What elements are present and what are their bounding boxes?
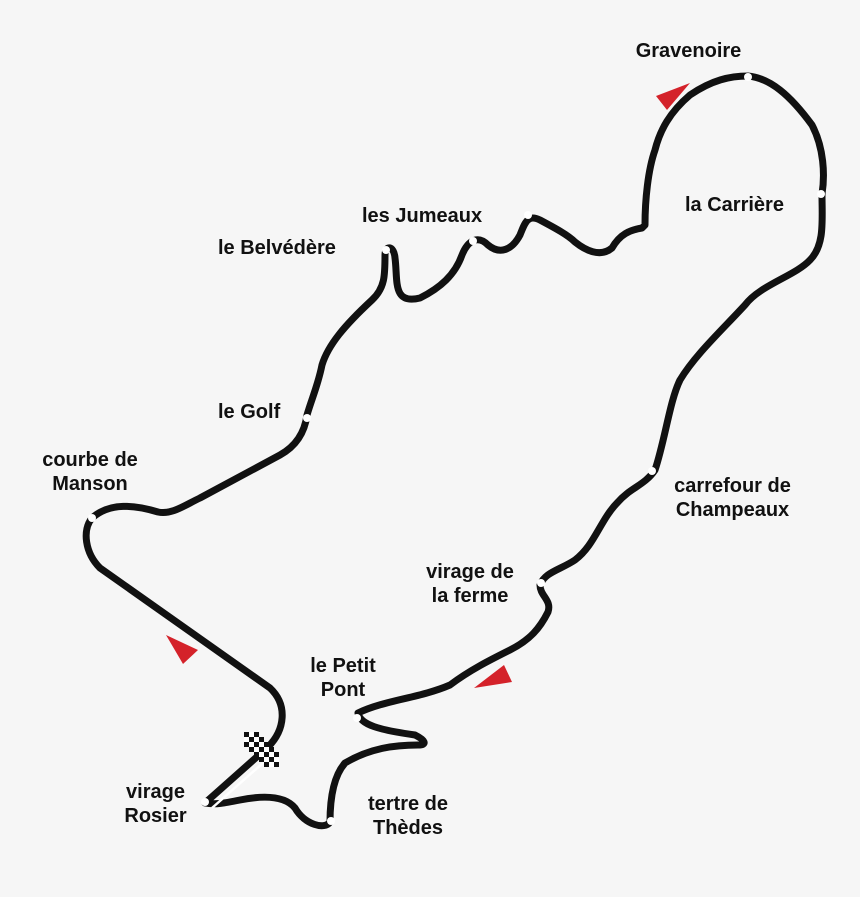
label-la-carriere: la Carrière [685, 193, 784, 217]
flag-square [249, 742, 254, 747]
marker-la-carriere [817, 190, 825, 198]
flag-square [254, 752, 259, 757]
marker-carrefour-de-champeaux [648, 467, 656, 475]
flag-square [274, 757, 279, 762]
label-line: les Jumeaux [362, 205, 483, 227]
label-le-belvedere: le Belvédère [218, 236, 336, 260]
flag-square [244, 742, 249, 747]
track-path [82, 72, 827, 830]
label-virage-de-la-ferme: virage de la ferme [405, 560, 535, 608]
flag-square [264, 762, 269, 767]
marker-virage-rosier [201, 798, 209, 806]
marker-le-petit-pont [353, 714, 361, 722]
label-line: le Golf [218, 401, 281, 423]
label-line: Pont [320, 679, 366, 701]
flag-square [254, 732, 259, 737]
pit-lane-line [211, 754, 273, 809]
flag-square [269, 752, 274, 757]
label-line: Rosier [124, 805, 187, 827]
label-line: le Petit [310, 655, 376, 677]
label-le-golf: le Golf [218, 400, 280, 424]
label-tertre-de-thedes: tertre de Thèdes [348, 792, 468, 840]
flag-square [259, 742, 264, 747]
label-line: virage de [426, 561, 514, 583]
direction-arrow-icon [474, 665, 512, 688]
label-courbe-de-manson: courbe de Manson [20, 448, 160, 496]
label-line: carrefour de [674, 475, 791, 497]
label-line: Gravenoire [635, 40, 742, 62]
corner-markers [88, 73, 825, 825]
flag-square [274, 752, 279, 757]
label-line: le Belvédère [218, 237, 336, 259]
label-line: Manson [52, 473, 128, 495]
flag-square [249, 732, 254, 737]
flag-square [264, 752, 269, 757]
marker-tertre-de-thedes [327, 817, 335, 825]
marker-le-belvedere [382, 246, 390, 254]
flag-square [249, 747, 254, 752]
flag-square [249, 737, 254, 742]
flag-square [259, 757, 264, 762]
label-carrefour-de-champeaux: carrefour de Champeaux [650, 474, 815, 522]
marker-virage-de-la-ferme [537, 579, 545, 587]
flag-square [269, 747, 274, 752]
label-line: Champeaux [675, 499, 790, 521]
marker-le-golf [303, 414, 311, 422]
flag-square [244, 732, 249, 737]
flag-square [264, 757, 269, 762]
flag-square [244, 737, 249, 742]
marker-gravenoire [744, 73, 752, 81]
direction-arrow-icon [166, 635, 198, 664]
label-line: Thèdes [372, 817, 444, 839]
flag-square [259, 752, 264, 757]
marker-les-jumeaux [524, 211, 532, 219]
checkered-flag-icon [244, 732, 279, 767]
flag-square [254, 742, 259, 747]
flag-square [254, 737, 259, 742]
label-virage-rosier: virage Rosier [103, 780, 208, 828]
label-le-petit-pont: le Petit Pont [288, 654, 398, 702]
flag-square [269, 757, 274, 762]
marker-les-jumeaux-2 [469, 237, 477, 245]
label-les-jumeaux: les Jumeaux [362, 204, 482, 228]
label-line: courbe de [42, 449, 138, 471]
flag-square [259, 747, 264, 752]
flag-square [264, 742, 269, 747]
label-line: la ferme [431, 585, 509, 607]
label-line: tertre de [367, 793, 449, 815]
flag-square [259, 737, 264, 742]
direction-arrow-icon [656, 83, 690, 110]
marker-courbe-de-manson [88, 514, 96, 522]
flag-square [264, 747, 269, 752]
flag-square [274, 762, 279, 767]
flag-square [269, 762, 274, 767]
label-gravenoire: Gravenoire [626, 39, 751, 63]
label-line: virage [126, 781, 185, 803]
flag-square [254, 747, 259, 752]
label-line: la Carrière [685, 194, 784, 216]
